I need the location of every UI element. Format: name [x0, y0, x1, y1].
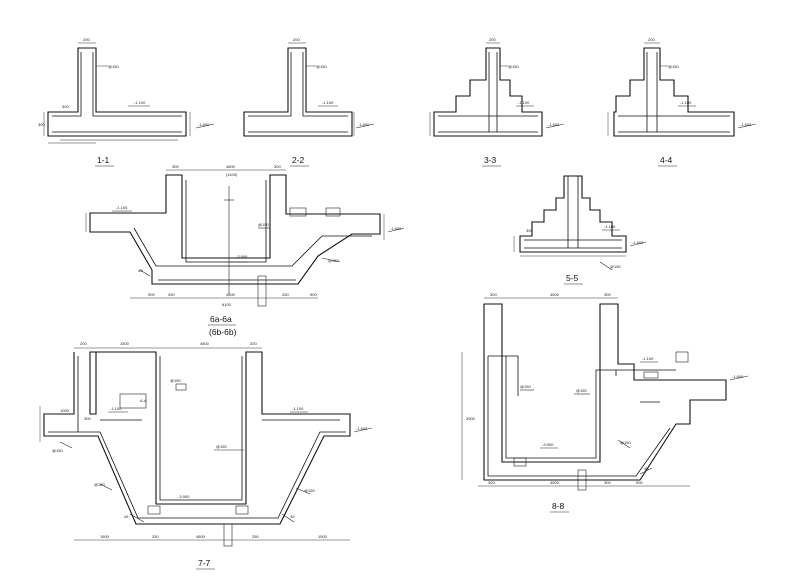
svg-text:-1.600: -1.600	[732, 374, 744, 379]
svg-text:-3.900: -3.900	[236, 254, 248, 259]
svg-text:200: 200	[80, 341, 87, 346]
svg-text:@150: @150	[170, 378, 182, 383]
svg-text:@150: @150	[52, 448, 64, 453]
section-1-1: 200 @150 300 -1.600 -1.100 300 1-1	[38, 37, 215, 167]
svg-text:-1.100: -1.100	[110, 406, 122, 411]
svg-text:4800: 4800	[200, 341, 210, 346]
svg-text:300: 300	[62, 104, 69, 109]
caption-7-7: 7-7	[198, 558, 211, 568]
caption-4-4: 4-4	[660, 155, 673, 165]
svg-text:45: 45	[290, 514, 295, 519]
svg-text:@150: @150	[94, 482, 106, 487]
svg-text:300: 300	[604, 480, 611, 485]
svg-text:-1.100: -1.100	[116, 205, 128, 210]
svg-text:250: 250	[252, 534, 259, 539]
svg-text:@150: @150	[576, 388, 588, 393]
svg-text:300: 300	[172, 164, 179, 169]
svg-text:300: 300	[38, 122, 45, 127]
svg-text:6100: 6100	[222, 302, 232, 307]
svg-text:-1.600: -1.600	[548, 122, 560, 127]
svg-text:200: 200	[293, 37, 300, 42]
svg-text:200: 200	[250, 341, 257, 346]
svg-text:300: 300	[84, 416, 91, 421]
svg-text:1500: 1500	[120, 341, 130, 346]
svg-text:-1.100: -1.100	[292, 406, 304, 411]
svg-text:300: 300	[488, 480, 495, 485]
svg-text:900: 900	[310, 292, 317, 297]
svg-text:45: 45	[644, 466, 649, 471]
svg-text:(1100): (1100)	[226, 172, 238, 177]
svg-text:300: 300	[490, 292, 497, 297]
svg-text:A-A: A-A	[140, 398, 147, 403]
svg-text:@150: @150	[108, 64, 120, 69]
svg-text:-1.100: -1.100	[322, 100, 334, 105]
svg-text:4500: 4500	[550, 480, 560, 485]
svg-text:4800: 4800	[226, 164, 236, 169]
svg-text:1000: 1000	[60, 408, 70, 413]
svg-text:@150: @150	[216, 444, 228, 449]
section-7-7: 200 1500 4800 200 1000 -1.600 -1.100 -1.100…	[39, 341, 373, 570]
svg-text:200: 200	[83, 37, 90, 42]
svg-text:4800: 4800	[226, 292, 236, 297]
caption-2-2: 2-2	[292, 155, 305, 165]
svg-text:200: 200	[489, 37, 496, 42]
section-2-2: 200 @150 -1.600 -1.100 2-2	[243, 37, 375, 167]
svg-text:@150: @150	[316, 64, 328, 69]
svg-text:-1.100: -1.100	[604, 224, 616, 229]
svg-text:-3.900: -3.900	[178, 494, 190, 499]
svg-text:1500: 1500	[100, 534, 110, 539]
svg-text:-1.600: -1.600	[632, 240, 644, 245]
caption-1-1: 1-1	[97, 155, 110, 165]
svg-text:-1.600: -1.600	[358, 122, 370, 127]
svg-text:-1.600: -1.600	[198, 122, 210, 127]
svg-text:250: 250	[168, 292, 175, 297]
svg-text:300: 300	[274, 164, 281, 169]
svg-text:@150: @150	[508, 64, 520, 69]
section-6a-6a: 4800 (1100) 300 300 -3.900 -1.100 @150 @15…	[85, 164, 405, 337]
svg-text:900: 900	[148, 292, 155, 297]
caption-8-8: 8-8	[552, 501, 565, 511]
subcaption-6b-6b: (6b-6b)	[209, 327, 237, 337]
svg-text:900: 900	[636, 480, 643, 485]
svg-text:@150: @150	[304, 488, 316, 493]
svg-text:-1.600: -1.600	[740, 122, 752, 127]
svg-text:-1.100: -1.100	[680, 100, 692, 105]
svg-text:-3.900: -3.900	[542, 442, 554, 447]
caption-3-3: 3-3	[484, 155, 497, 165]
svg-text:45: 45	[138, 268, 143, 273]
svg-text:250: 250	[282, 292, 289, 297]
svg-text:@150: @150	[328, 258, 340, 263]
caption-6a-6a: 6a-6a	[210, 314, 232, 324]
svg-text:300: 300	[604, 292, 611, 297]
svg-text:45: 45	[124, 514, 129, 519]
svg-text:3900: 3900	[466, 416, 476, 421]
svg-text:@150: @150	[258, 222, 270, 227]
svg-text:4500: 4500	[550, 292, 560, 297]
svg-text:4800: 4800	[196, 534, 206, 539]
svg-text:200: 200	[648, 37, 655, 42]
caption-5-5: 5-5	[566, 273, 579, 283]
svg-text:300: 300	[526, 228, 533, 233]
section-3-3: 200 @150 -1.600 -1.100 3-3	[429, 37, 565, 167]
svg-text:250: 250	[152, 534, 159, 539]
svg-text:-1.100: -1.100	[518, 100, 530, 105]
svg-text:@150: @150	[668, 64, 680, 69]
svg-text:-1.600: -1.600	[356, 426, 368, 431]
svg-text:-1.600: -1.600	[390, 226, 402, 231]
svg-text:1500: 1500	[318, 534, 328, 539]
svg-text:@150: @150	[610, 264, 622, 269]
svg-text:@150: @150	[620, 440, 632, 445]
svg-text:-1.100: -1.100	[642, 356, 654, 361]
svg-text:@150: @150	[520, 384, 532, 389]
section-4-4: 200 @150 -1.600 -1.100 4-4	[607, 37, 757, 167]
svg-text:-1.100: -1.100	[134, 100, 146, 105]
section-5-5: -1.600 -1.100 300 @150 5-5	[513, 175, 647, 285]
